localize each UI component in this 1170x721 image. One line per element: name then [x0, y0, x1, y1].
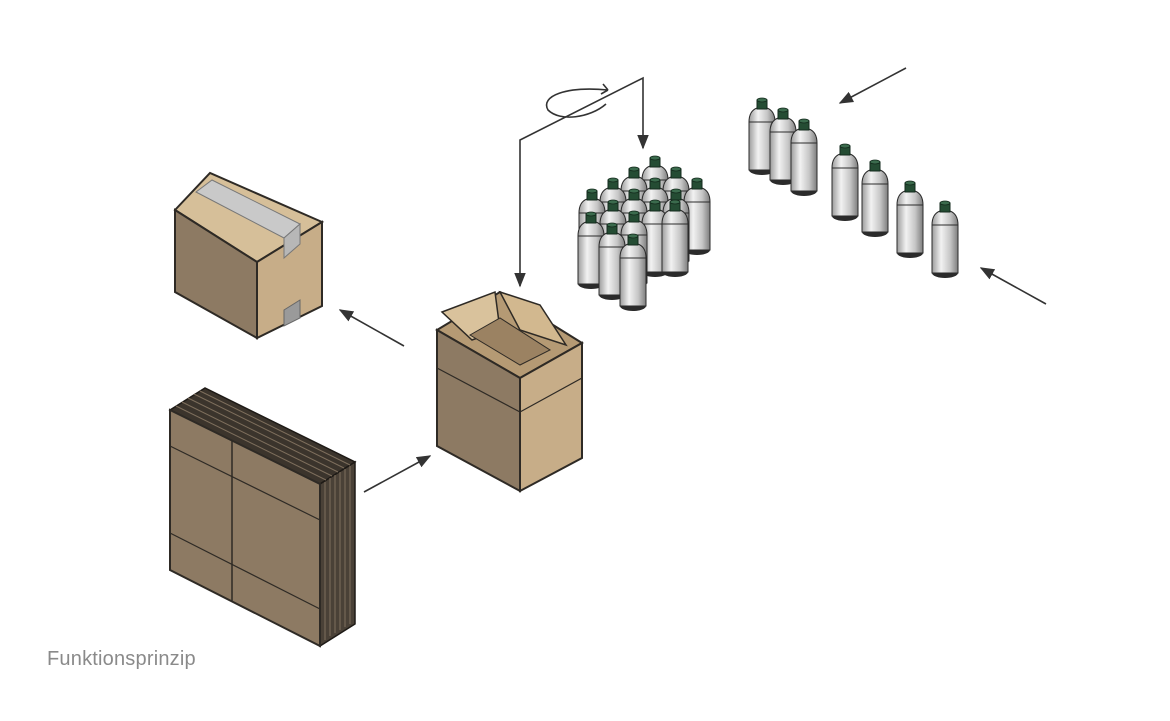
arrow-to-closed-carton	[338, 309, 405, 347]
bottle-infeed	[748, 97, 959, 279]
arrow-bottles-in-bottom	[979, 267, 1047, 305]
bottle-group	[577, 155, 711, 312]
flat-carton-stack	[168, 387, 357, 648]
caption: Funktionsprinzip	[47, 648, 196, 670]
flow-arrows	[338, 67, 1047, 493]
gripper-path	[514, 76, 649, 288]
closed-carton	[173, 171, 325, 340]
arrow-to-open-carton	[363, 455, 432, 493]
open-carton	[435, 290, 584, 493]
arrow-bottles-in-top	[838, 67, 907, 104]
